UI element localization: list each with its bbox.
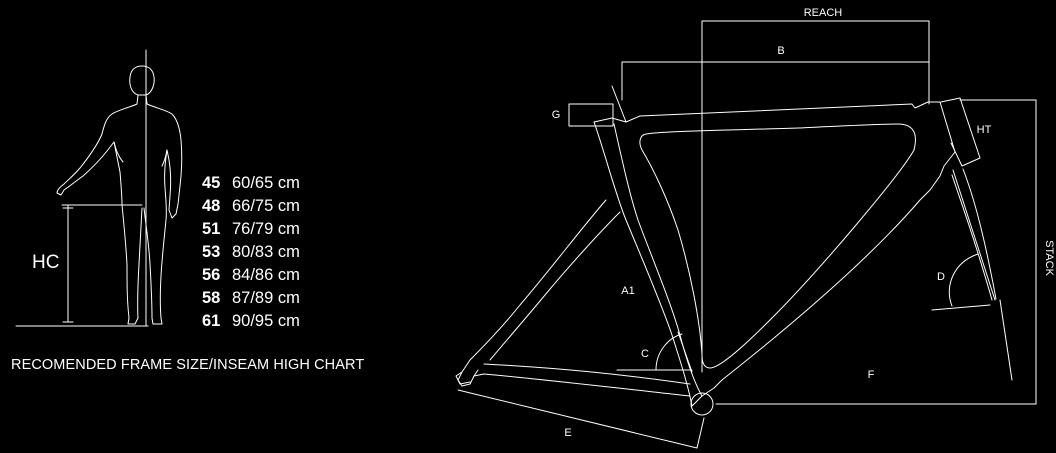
size-row: 56 84/86 cm	[202, 264, 300, 287]
e-label: E	[564, 427, 571, 439]
frame-size: 58	[202, 289, 221, 307]
b-dimension	[621, 61, 930, 105]
size-chart-list: 45 60/65 cm 48 66/75 cm 51 76/79 cm 53 80/83…	[202, 172, 300, 333]
d-label: D	[937, 271, 945, 283]
rider-silhouette	[56, 65, 183, 325]
inseam-range: 66/75 cm	[232, 197, 300, 215]
frame-size: 53	[202, 243, 221, 261]
fork-offset-line	[999, 299, 1013, 381]
inseam-range: 60/65 cm	[232, 174, 300, 192]
ht-label: HT	[977, 124, 992, 136]
stack-label: STACK	[1043, 240, 1055, 277]
d-arc	[948, 253, 979, 307]
g-label: G	[552, 109, 561, 121]
frame-size: 51	[202, 220, 221, 238]
size-row: 45 60/65 cm	[202, 172, 300, 195]
frame-size: 56	[202, 266, 221, 284]
fork	[951, 168, 997, 301]
c-label: C	[641, 348, 649, 360]
inseam-range: 90/95 cm	[232, 312, 300, 330]
frame-size: 45	[202, 174, 221, 192]
frame-size: 61	[202, 312, 221, 330]
seat-extension	[611, 85, 627, 123]
inseam-label: HC	[32, 252, 60, 273]
c-arc	[655, 333, 683, 371]
rider-outline-left	[56, 94, 143, 325]
rider-head	[129, 65, 155, 96]
seat-stay-outer	[457, 199, 607, 387]
frame-size: 48	[202, 197, 221, 215]
g-box	[568, 103, 614, 127]
size-row: 51 76/79 cm	[202, 218, 300, 241]
a1-label: A1	[621, 285, 634, 297]
size-row: 48 66/75 cm	[202, 195, 300, 218]
d-line-b	[952, 169, 996, 301]
head-tube	[940, 97, 981, 167]
size-row: 61 90/95 cm	[202, 310, 300, 333]
inseam-range: 76/79 cm	[232, 220, 300, 238]
c-angle-line	[677, 331, 693, 373]
e-dimension	[457, 389, 705, 449]
stack-box	[717, 99, 1037, 405]
frame-inner	[639, 123, 916, 369]
reach-box	[701, 20, 930, 63]
f-label: F	[868, 369, 875, 381]
bottom-bracket	[690, 392, 714, 416]
seat-tube-inner	[613, 123, 703, 397]
chain-stay	[461, 373, 691, 397]
dropout	[455, 369, 479, 385]
frame-outer	[593, 101, 956, 407]
seat-stay-inner	[489, 211, 621, 361]
chain-stay-inner	[483, 363, 691, 385]
rider-torso-left	[113, 141, 124, 163]
size-row: 58 87/89 cm	[202, 287, 300, 310]
seat-tube	[593, 121, 693, 407]
inseam-range: 84/86 cm	[232, 266, 300, 284]
size-chart-caption: RECOMENDED FRAME SIZE/INSEAM HIGH CHART	[11, 357, 365, 373]
b-label: B	[777, 45, 784, 57]
inseam-range: 80/83 cm	[232, 243, 300, 261]
d-line-a	[931, 304, 991, 311]
rider-torso-right	[161, 149, 168, 167]
inseam-range: 87/89 cm	[232, 289, 300, 307]
reach-label: REACH	[804, 7, 843, 19]
size-row: 53 80/83 cm	[202, 241, 300, 264]
rider-outline-right	[143, 94, 183, 325]
